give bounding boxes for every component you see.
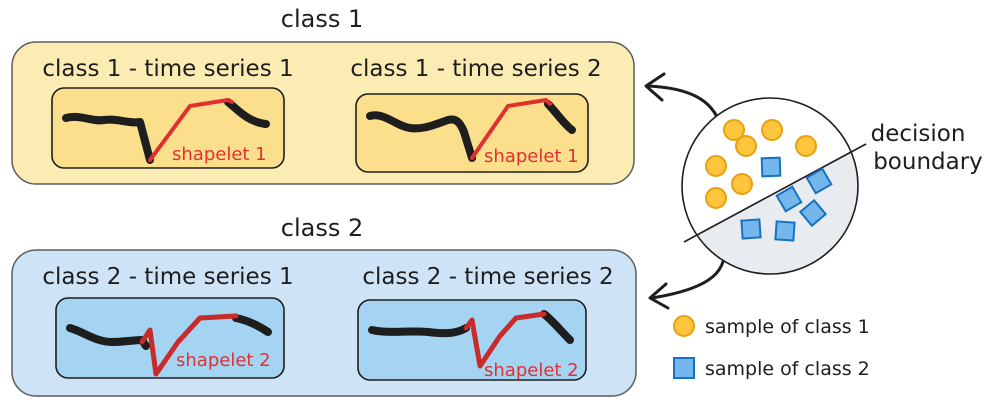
class-2-sample <box>805 167 833 195</box>
class-2-samples <box>740 156 833 242</box>
shapelet-label: shapelet 1 <box>484 146 579 167</box>
decision-boundary-label-line-1: decision <box>871 121 966 147</box>
arrow-to-class-1-head <box>644 72 666 102</box>
class-2-sample <box>775 185 803 213</box>
class-1-series-1-box: shapelet 1 <box>51 87 285 169</box>
legend: sample of class 1 sample of class 2 <box>673 315 870 380</box>
legend-circle-icon <box>673 315 695 337</box>
class-2-series-1-title: class 2 - time series 1 <box>42 264 293 290</box>
class-2-title: class 2 <box>281 214 363 242</box>
legend-label-class-1: sample of class 1 <box>705 316 870 338</box>
class-2-sample <box>740 218 762 240</box>
time-series-tail <box>224 98 270 128</box>
time-series-tail <box>232 314 272 336</box>
time-series-line <box>62 112 154 164</box>
class-1-series-2-box: shapelet 1 <box>355 93 589 173</box>
shapelet-line <box>139 313 239 377</box>
class-1-series-1-title: class 1 - time series 1 <box>42 56 293 82</box>
time-series-line <box>366 111 476 162</box>
class-1-sample <box>735 135 757 157</box>
class-1-title: class 1 <box>281 5 363 33</box>
time-series-line <box>66 324 150 350</box>
class-1-sample <box>731 173 753 195</box>
legend-label-class-2: sample of class 2 <box>705 358 870 380</box>
shapelet-label: shapelet 1 <box>172 144 267 165</box>
class-1-series-2-title: class 1 - time series 2 <box>350 56 601 82</box>
shapelet-line <box>463 311 547 369</box>
arrow-to-class-2-head <box>648 282 670 310</box>
arrow-to-class-1 <box>646 84 722 126</box>
time-series-tail <box>544 100 576 134</box>
legend-square-icon <box>673 357 695 379</box>
class-1-sample <box>795 135 817 157</box>
shapelet-label: shapelet 2 <box>484 360 579 381</box>
shapelet-label: shapelet 2 <box>176 350 271 371</box>
class-2-series-2-box: shapelet 2 <box>357 299 587 381</box>
class-1-sample <box>723 119 745 141</box>
decision-boundary-line <box>683 143 867 243</box>
shapelet-line <box>470 98 552 160</box>
class-1-sample <box>761 119 783 141</box>
time-series-line <box>368 324 470 338</box>
class-2-series-2-title: class 2 - time series 2 <box>362 264 613 290</box>
decision-boundary-label-line-2: boundary <box>873 149 983 175</box>
class-2-sample <box>774 220 796 242</box>
class-2-sample <box>798 198 828 228</box>
time-series-tail <box>540 310 574 344</box>
class-1-sample <box>705 187 727 209</box>
class-1-samples <box>705 119 817 209</box>
class-2-series-1-box: shapelet 2 <box>55 297 285 379</box>
class-1-sample <box>705 155 727 177</box>
class-2-sample <box>760 156 782 178</box>
shapelet-line <box>148 98 234 162</box>
